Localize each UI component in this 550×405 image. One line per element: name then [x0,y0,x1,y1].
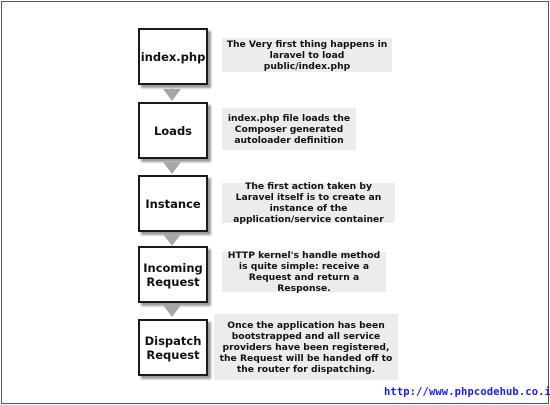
down-arrow-icon [163,89,181,101]
watermark-url: http://www.phpcodehub.co.in/ [384,386,550,398]
step-box-instance: Instance [138,175,208,232]
step-description-text: Once the application has been bootstrapp… [219,319,393,375]
step-label: Loads [153,123,193,138]
step-box-dispatch-request: Dispatch Request [138,319,208,376]
arrow-stem [172,87,173,90]
step-description-index-php: The Very first thing happens in laravel … [222,38,392,72]
step-label: Instance [145,196,201,211]
step-description-text: index.php file loads the Composer genera… [227,112,351,146]
step-label: Dispatch Request [144,333,202,362]
step-box-loads: Loads [138,102,208,159]
step-description-text: The first action taken by Laravel itself… [233,181,384,225]
down-arrow-icon [163,305,181,317]
step-label: Incoming Request [143,260,203,289]
step-description-instance: The first action taken by Laravel itself… [222,181,395,225]
step-description-text: HTTP kernel's handle method is quite sim… [227,250,381,294]
step-description-text: The Very first thing happens in laravel … [226,38,388,72]
step-description-loads: index.php file loads the Composer genera… [222,108,356,150]
step-label: index.php [140,49,206,64]
down-arrow-icon [163,234,181,246]
step-box-index-php: index.php [138,28,208,85]
step-box-incoming-request: Incoming Request [138,246,208,303]
down-arrow-icon [163,162,181,174]
step-description-dispatch-request: Once the application has been bootstrapp… [214,314,398,380]
step-description-incoming-request: HTTP kernel's handle method is quite sim… [222,250,386,294]
